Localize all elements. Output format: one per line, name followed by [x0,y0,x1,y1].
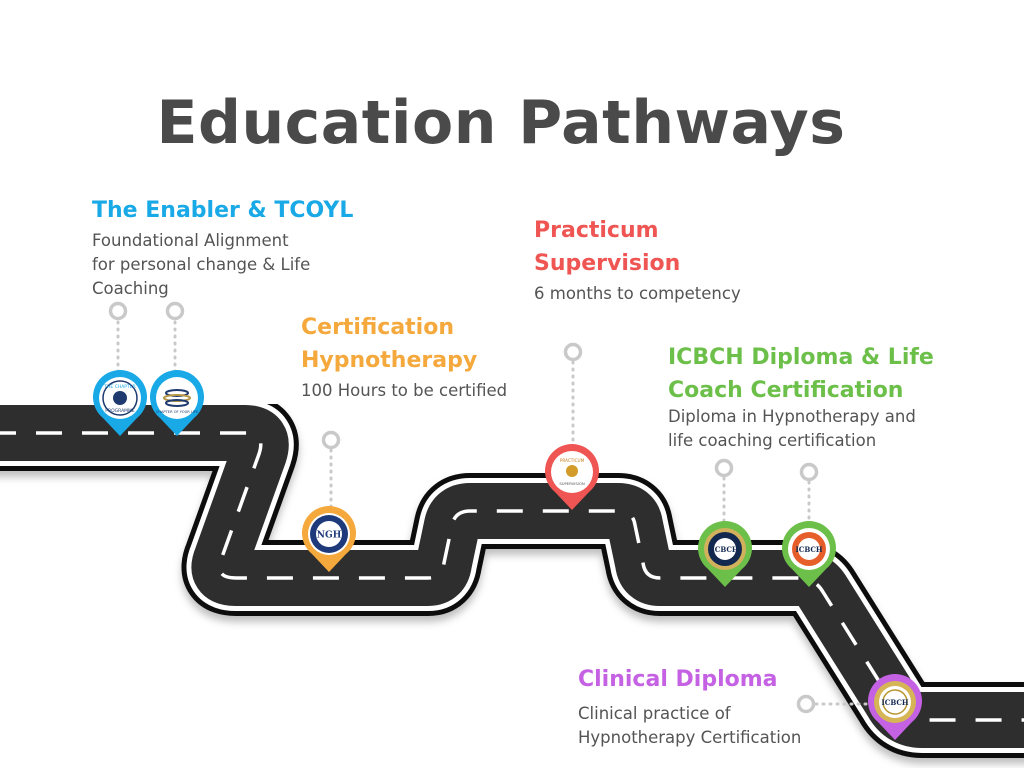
stop-title-clinical: Clinical Diploma [578,663,778,696]
pin-practicum-supervision: PRACTICUM SUPERVISION [545,444,599,510]
stop-title-icbch-diploma: ICBCH Diploma & Life Coach Certification [668,341,934,407]
stop-desc-line: Hypnotherapy Certification [578,728,802,747]
stop-title-line: Supervision [534,251,681,276]
pin-icbch-life-coach: ICBCH [782,521,836,587]
stop-title-line: Practicum [534,218,659,243]
svg-text:PRACTICUM: PRACTICUM [560,458,585,463]
stop-desc-line: Coaching [92,279,169,298]
svg-text:THE CHAPTER: THE CHAPTER [103,384,135,390]
stop-title-practicum: Practicum Supervision [534,214,680,280]
svg-text:PROGRAMME: PROGRAMME [105,408,135,414]
pin-ngh: NGH [302,506,356,572]
stop-desc-line: Clinical practice of [578,704,731,723]
stop-desc-icbch-diploma: Diploma in Hypnotherapy and life coachin… [668,405,916,453]
stop-title-hypnotherapy: Certification Hypnotherapy [301,311,477,377]
pin-icbch-clinical: ICBCH [868,674,922,740]
stop-desc-line: 6 months to competency [534,284,741,303]
stop-desc-line: 100 Hours to be certified [301,381,508,400]
stop-title-line: ICBCH Diploma & Life [668,345,934,370]
stop-desc-enabler: Foundational Alignment for personal chan… [92,229,310,301]
svg-text:ICBCH: ICBCH [795,545,822,554]
stop-title-line: Coach Certification [668,378,904,403]
stop-desc-line: life coaching certification [668,431,877,450]
page-title: Education Pathways [156,88,846,158]
stop-title-line: Hypnotherapy [301,348,478,373]
svg-text:CHAPTER OF YOUR LIFE: CHAPTER OF YOUR LIFE [156,410,199,414]
connector-end-rings [108,301,819,714]
map-pins: THE CHAPTER PROGRAMME CHAPTER OF YOUR LI… [93,370,922,740]
svg-text:SUPERVISION: SUPERVISION [559,481,585,486]
stop-desc-clinical: Clinical practice of Hypnotherapy Certif… [578,702,801,750]
stop-desc-practicum: 6 months to competency [534,282,741,306]
winding-road [0,395,1024,758]
stop-desc-line: for personal change & Life [92,255,311,274]
pin-the-chapter-of-your-life: CHAPTER OF YOUR LIFE [150,370,204,436]
stop-title-line: Certification [301,315,455,340]
svg-text:ICBCH: ICBCH [881,698,908,707]
stop-desc-line: Diploma in Hypnotherapy and [668,407,916,426]
stop-desc-line: Foundational Alignment [92,231,289,250]
pin-connectors [116,320,870,706]
stop-title-line: Clinical Diploma [578,667,778,692]
pin-icbch-diploma: ICBCH [698,521,752,587]
stop-title-line: The Enabler & TCOYL [92,198,354,223]
svg-text:NGH: NGH [317,531,342,541]
stop-title-enabler: The Enabler & TCOYL [92,194,353,227]
svg-text:ICBCH: ICBCH [711,545,738,554]
pin-the-chapter-programme: THE CHAPTER PROGRAMME [93,370,147,436]
stop-desc-hypnotherapy: 100 Hours to be certified [301,379,507,403]
